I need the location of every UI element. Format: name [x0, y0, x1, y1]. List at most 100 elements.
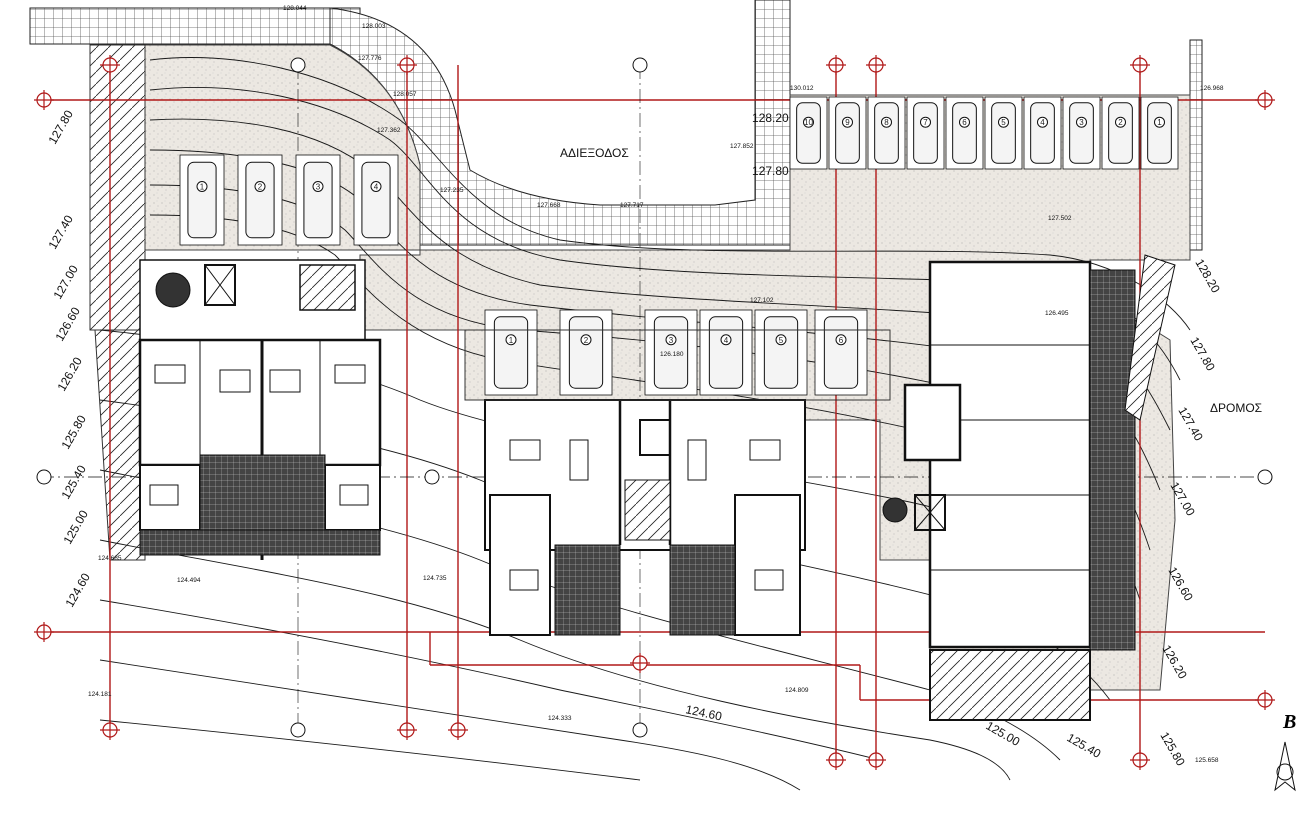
- parking-space: 2: [1101, 96, 1140, 170]
- car-icon: [913, 102, 938, 164]
- parking-number: 2: [584, 336, 589, 345]
- contour-label: 127.80: [1187, 335, 1218, 374]
- parking-number: 7: [923, 118, 928, 127]
- parking-space: 2: [559, 309, 613, 396]
- parking-number: 1: [509, 336, 514, 345]
- contour-label: 127.80: [45, 107, 76, 146]
- spot-level: 128.057: [393, 91, 417, 98]
- parking-space: 3: [1062, 96, 1101, 170]
- axis-marker: [34, 622, 54, 642]
- parking-space: 6: [814, 309, 868, 396]
- axis-marker: [290, 722, 306, 738]
- spot-level: 127.235: [440, 187, 464, 194]
- spot-level: 126.495: [1045, 310, 1069, 317]
- axis-marker: [1255, 690, 1275, 710]
- parking-space: 4: [699, 309, 753, 396]
- spot-level: 127.776: [358, 55, 382, 62]
- parking-number: 4: [374, 183, 379, 192]
- spot-level: 128.003: [362, 23, 386, 30]
- parking-space: 4: [353, 154, 399, 246]
- parking-number: 4: [724, 336, 729, 345]
- parking-zone-outline: [464, 329, 891, 401]
- axis-marker: [100, 55, 120, 75]
- contour-label: 124.60: [62, 570, 93, 609]
- parking-number: 4: [1040, 118, 1045, 127]
- axis-marker: [826, 750, 846, 770]
- building-right: [882, 254, 1176, 721]
- axis-marker: [1130, 750, 1150, 770]
- contour-label: 125.40: [58, 462, 89, 501]
- spot-level: 124.809: [785, 687, 809, 694]
- axis-marker: [1255, 90, 1275, 110]
- contour-label: 125.80: [1157, 730, 1188, 769]
- car-icon: [835, 102, 860, 164]
- parking-space: 1: [1140, 96, 1179, 170]
- spot-level: 124.735: [423, 575, 447, 582]
- car-icon: [493, 316, 529, 389]
- axis-marker: [290, 57, 306, 73]
- axis-marker: [630, 653, 650, 673]
- car-icon: [796, 102, 821, 164]
- spot-level: 124.181: [88, 691, 112, 698]
- axis-marker: [632, 57, 648, 73]
- contour-label: 128.20: [1192, 257, 1223, 296]
- spot-level: 127.717: [620, 202, 644, 209]
- car-icon: [361, 161, 391, 239]
- car-icon: [653, 316, 689, 389]
- axis-marker: [36, 469, 52, 485]
- parking-space: 5: [984, 96, 1023, 170]
- contour-label: 125.00: [60, 507, 91, 546]
- parking-number: 3: [669, 336, 674, 345]
- car-icon: [568, 316, 604, 389]
- parking-row-upper-left: 1 2 3 4: [179, 154, 399, 246]
- contour-label: 127.40: [1175, 405, 1206, 444]
- parking-number: 1: [200, 183, 205, 192]
- parking-number: 2: [258, 183, 263, 192]
- parking-space: 10: [789, 96, 828, 170]
- parking-space: 2: [237, 154, 283, 246]
- axis-marker: [866, 750, 886, 770]
- spot-level: 125.658: [1195, 757, 1219, 764]
- contour-label: 127.00: [50, 262, 81, 301]
- parking-number: 6: [839, 336, 844, 345]
- parking-space: 5: [754, 309, 808, 396]
- north-letter: B: [1282, 711, 1296, 733]
- car-icon: [303, 161, 333, 239]
- parking-number: 3: [1079, 118, 1084, 127]
- spot-level: 127.502: [1048, 215, 1072, 222]
- parking-space: 6: [945, 96, 984, 170]
- car-icon: [823, 316, 859, 389]
- parking-space: 7: [906, 96, 945, 170]
- car-icon: [245, 161, 275, 239]
- spot-level: 124.494: [177, 577, 201, 584]
- axis-marker: [1130, 55, 1150, 75]
- north-arrow: B: [1274, 711, 1296, 792]
- contour-label: 127.40: [45, 212, 76, 251]
- axis-marker: [826, 55, 846, 75]
- spot-level: 127.668: [537, 202, 561, 209]
- parking-number: 2: [1118, 118, 1123, 127]
- parking-space: 1: [179, 154, 225, 246]
- contour-label: 125.80: [58, 412, 89, 451]
- axis-marker: [34, 90, 54, 110]
- building-left: [138, 259, 382, 560]
- contour-label: 125.00: [984, 718, 1023, 749]
- spot-level: 127.102: [750, 297, 774, 304]
- building-middle: [484, 399, 806, 636]
- spot-level: 127.362: [377, 127, 401, 134]
- parking-number: 9: [845, 118, 850, 127]
- axis-marker: [1257, 469, 1273, 485]
- parking-space: 3: [644, 309, 698, 396]
- contour-label: 126.60: [52, 304, 83, 343]
- car-icon: [952, 102, 977, 164]
- contour-label: 126.20: [54, 354, 85, 393]
- parking-space: 3: [295, 154, 341, 246]
- car-icon: [1108, 102, 1133, 164]
- contour-label: 126.60: [1165, 565, 1196, 604]
- parking-number: 5: [1001, 118, 1006, 127]
- road-label: ΔΡΟΜΟΣ: [1210, 401, 1262, 415]
- axis-marker: [448, 720, 468, 740]
- axis-marker: [866, 55, 886, 75]
